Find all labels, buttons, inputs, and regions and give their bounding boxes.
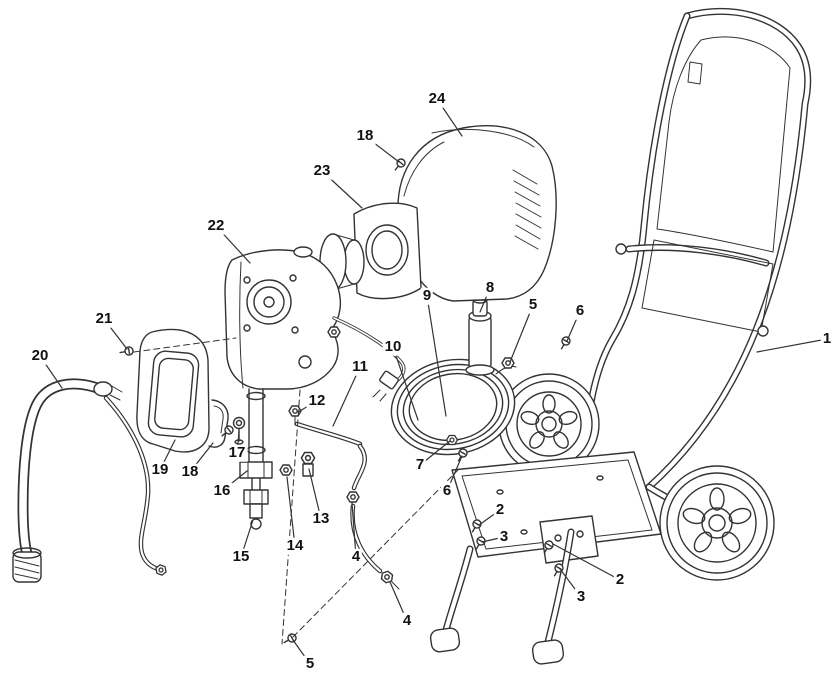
callout-12: 12 xyxy=(306,391,328,410)
pump-nut xyxy=(239,461,273,479)
plug xyxy=(379,370,399,390)
callout-10: 10 xyxy=(382,337,404,356)
leader-line-1 xyxy=(756,338,828,353)
callout-4: 4 xyxy=(400,611,414,630)
drain-hose xyxy=(103,395,169,577)
callout-7: 7 xyxy=(413,455,427,474)
pump-assembly xyxy=(224,246,342,530)
leader-line-2 xyxy=(552,543,621,581)
vent-slots xyxy=(512,169,542,250)
mounting-plate xyxy=(353,202,422,300)
bypass-fittings xyxy=(279,405,363,477)
power-cord xyxy=(332,316,406,402)
callout-17: 17 xyxy=(226,443,248,462)
suction-tube xyxy=(12,378,123,583)
callout-15: 15 xyxy=(230,547,252,566)
callout-1: 1 xyxy=(820,329,834,348)
callout-4: 4 xyxy=(349,547,363,566)
callout-18: 18 xyxy=(179,462,201,481)
callout-8: 8 xyxy=(483,278,497,297)
callout-6: 6 xyxy=(440,481,454,500)
callout-13: 13 xyxy=(310,509,332,528)
callout-9: 9 xyxy=(420,286,434,305)
leader-line-11 xyxy=(332,366,361,427)
pressure-control xyxy=(465,296,495,376)
callout-5: 5 xyxy=(303,654,317,673)
leader-line-14 xyxy=(286,476,296,547)
leader-line-10 xyxy=(392,346,419,421)
callout-3: 3 xyxy=(497,527,511,546)
callout-11: 11 xyxy=(350,357,370,376)
leader-line-5 xyxy=(509,304,534,363)
cart-legs xyxy=(429,528,575,665)
callout-24: 24 xyxy=(426,89,448,108)
callout-2: 2 xyxy=(613,570,627,589)
callout-19: 19 xyxy=(149,460,171,479)
inlet-fitting xyxy=(232,416,246,445)
hose-union xyxy=(495,357,517,375)
cart-frame xyxy=(567,7,812,536)
callout-18: 18 xyxy=(354,126,376,145)
inlet-strainer xyxy=(12,551,42,583)
callout-14: 14 xyxy=(284,536,306,555)
callout-5: 5 xyxy=(526,295,540,314)
callout-22: 22 xyxy=(205,216,227,235)
callout-21: 21 xyxy=(93,309,115,328)
fluid-filter xyxy=(136,328,210,453)
left-wheel xyxy=(498,373,600,475)
callout-2: 2 xyxy=(493,500,507,519)
callout-6: 6 xyxy=(573,301,587,320)
drain-tube xyxy=(346,443,400,590)
right-wheel xyxy=(659,465,775,581)
leader-line-13 xyxy=(308,468,322,520)
callout-23: 23 xyxy=(311,161,333,180)
leader-line-4 xyxy=(351,502,357,558)
callout-3: 3 xyxy=(574,587,588,606)
drain-valve xyxy=(243,489,269,505)
callout-20: 20 xyxy=(29,346,51,365)
filter-clip xyxy=(208,399,236,448)
leader-line-9 xyxy=(426,295,447,417)
motor-cover xyxy=(397,125,557,302)
construction-lines xyxy=(133,337,461,645)
callout-16: 16 xyxy=(211,481,233,500)
